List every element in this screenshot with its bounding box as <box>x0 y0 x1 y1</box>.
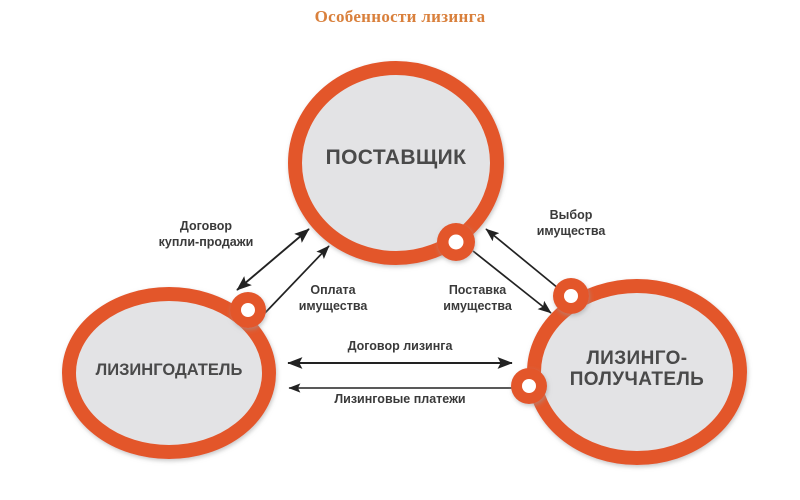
edge-label-property-delivery: Поставка имущества <box>443 283 512 313</box>
arrow-property-choice <box>485 228 565 294</box>
page-title: Особенности лизинга <box>314 7 486 26</box>
lessor-circle <box>62 287 276 459</box>
edge-label-property-payment: Оплата имущества <box>298 283 368 313</box>
arrow-property-payment <box>263 245 330 315</box>
edge-label-leasing-agreement: Договор лизинга <box>347 339 453 353</box>
node-supplier[interactable] <box>288 61 504 265</box>
supplier-circle <box>288 61 504 265</box>
node-lessor[interactable] <box>62 287 276 459</box>
edge-label-leasing-payments: Лизинговые платежи <box>334 392 466 406</box>
connector-ring-lessor <box>230 292 266 328</box>
edge-label-purchase-agreement: Договор купли-продажи <box>158 219 254 249</box>
arrow-purchase-agreement <box>236 228 310 291</box>
edge-label-property-choice: Выбор имущества <box>536 208 606 238</box>
connector-ring-lessee-top <box>553 278 589 314</box>
connector-ring-lessee-left <box>511 368 547 404</box>
connector-ring-supplier <box>437 223 475 261</box>
arrow-property-delivery <box>472 250 552 314</box>
